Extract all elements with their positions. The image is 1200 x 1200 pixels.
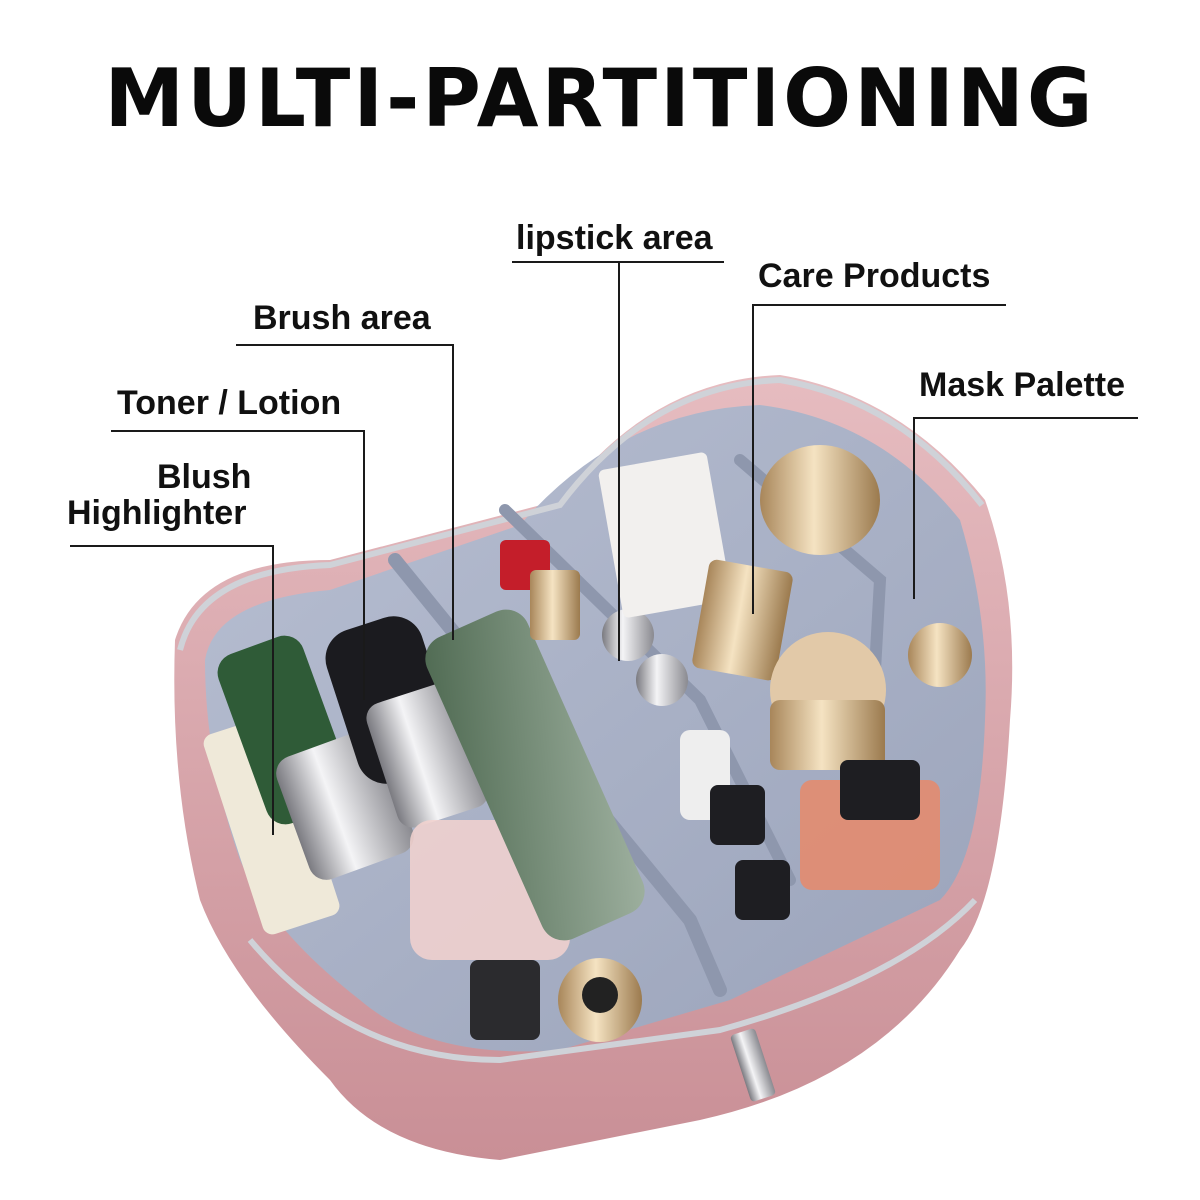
page-title: MULTI-PARTITIONING: [104, 52, 1096, 145]
leader-line-care-drop: [752, 304, 754, 614]
leader-line-brush: [236, 344, 454, 346]
leader-line-blush-drop: [272, 545, 274, 835]
label-care-products: Care Products: [758, 257, 991, 295]
label-blush: Blush: [157, 458, 252, 496]
leader-line-toner: [111, 430, 365, 432]
label-mask-palette: Mask Palette: [919, 366, 1125, 404]
label-highlighter: Highlighter: [67, 494, 247, 532]
label-brush-area: Brush area: [253, 299, 431, 337]
leader-line-lipstick-drop: [618, 261, 620, 661]
leader-line-care: [752, 304, 1006, 306]
leader-line-toner-drop: [363, 430, 365, 700]
leader-line-mask-drop: [913, 417, 915, 599]
label-toner-lotion: Toner / Lotion: [117, 384, 342, 422]
leader-line-brush-drop: [452, 344, 454, 640]
leader-line-mask: [913, 417, 1138, 419]
leader-line-blush: [70, 545, 274, 547]
label-lipstick-area: lipstick area: [516, 219, 713, 257]
